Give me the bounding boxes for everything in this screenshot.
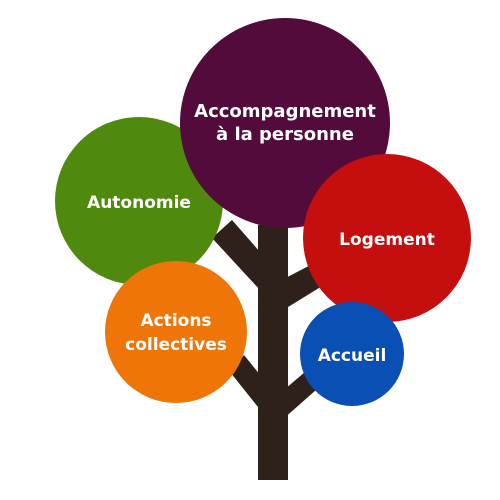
bubble-autonomie: Autonomie <box>55 117 223 285</box>
bubble-actions-circle <box>105 261 247 403</box>
bubble-autonomie-label: Autonomie <box>87 193 191 213</box>
bubble-accompagnement-label-line2: à la personne <box>216 124 354 145</box>
bubble-logement-label: Logement <box>339 230 435 250</box>
bubble-actions-label-line1: Actions <box>140 311 211 331</box>
bubble-accompagnement-label-line1: Accompagnement <box>194 101 376 122</box>
bubble-logement: Logement <box>303 154 471 322</box>
bubble-accueil: Accueil <box>300 302 404 406</box>
branch-left-lower <box>230 355 274 412</box>
bubble-logement-circle <box>303 154 471 322</box>
branch-right-lower <box>272 372 316 420</box>
bubble-autonomie-circle <box>55 117 223 285</box>
bubble-actions-collectives: Actions collectives <box>105 261 247 403</box>
bubble-accueil-label: Accueil <box>318 346 387 366</box>
bubble-actions-label-line2: collectives <box>125 335 227 355</box>
bubble-accueil-circle <box>300 302 404 406</box>
branch-left-upper <box>212 220 274 290</box>
